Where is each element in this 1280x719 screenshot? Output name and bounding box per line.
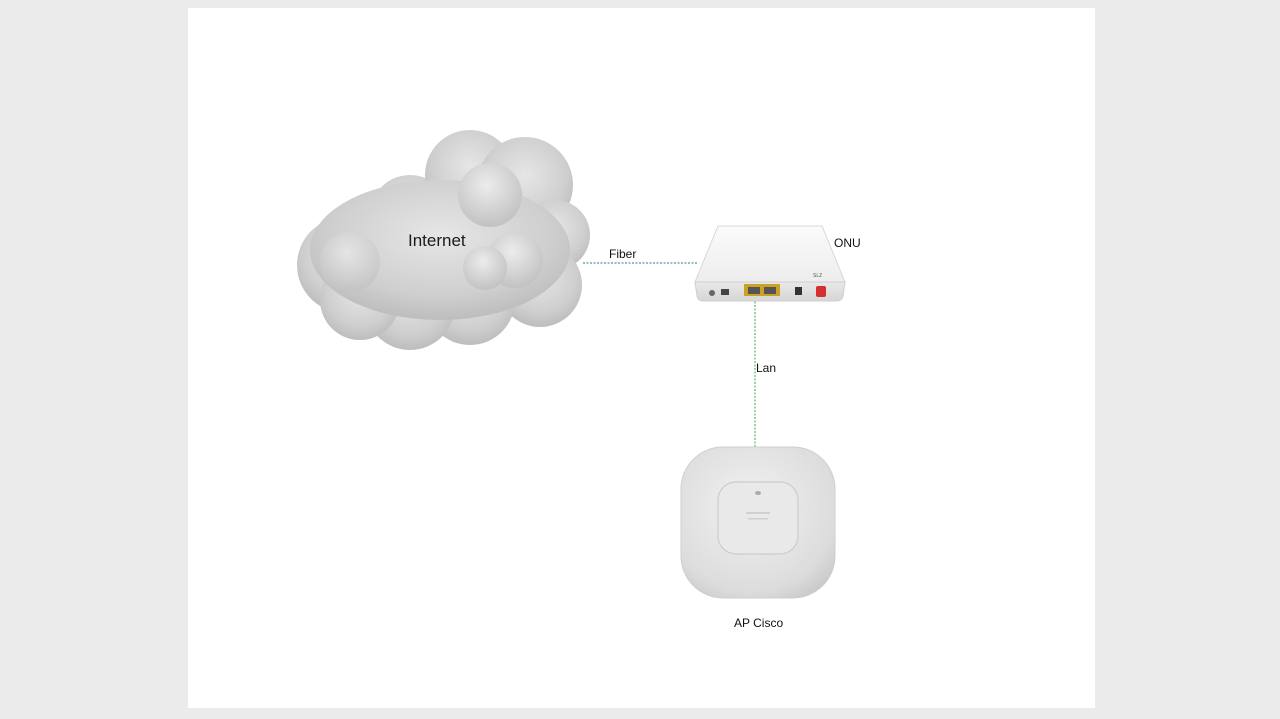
access-point-icon [680,446,836,599]
cloud-icon [297,130,590,350]
diagram-canvas [188,8,1095,708]
lan-label: Lan [756,361,777,375]
svg-text:SLZ: SLZ [813,273,822,279]
onu-label: ONU [834,236,861,250]
ap-label: AP Cisco [734,616,784,630]
internet-label: Internet [408,231,466,250]
fiber-label: Fiber [609,247,637,261]
onu-device-icon: SLZ [694,225,846,302]
